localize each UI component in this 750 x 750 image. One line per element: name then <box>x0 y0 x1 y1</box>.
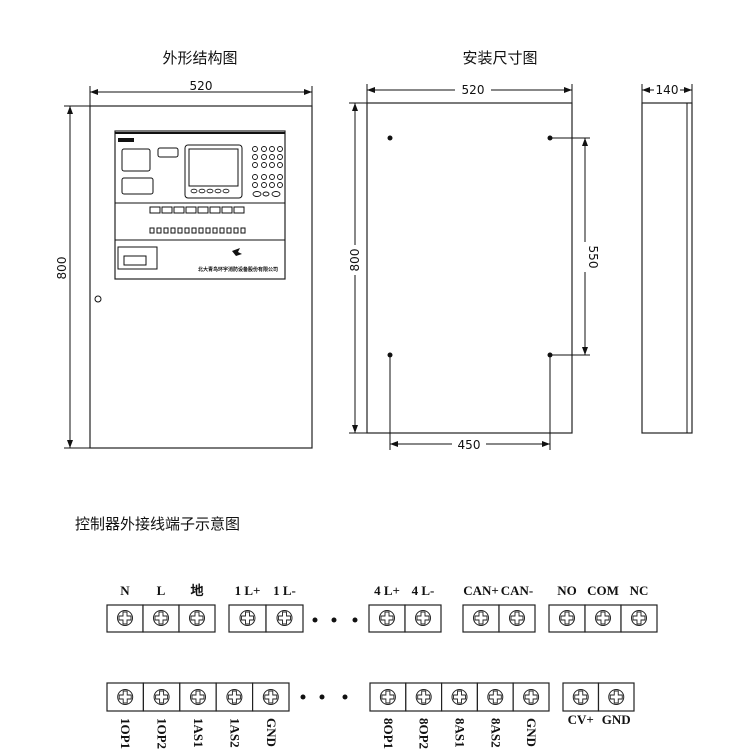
screw-icon <box>415 610 431 626</box>
terminal-block: 4 L+ 4 L- <box>368 583 442 633</box>
terminal-label: 8AS1 <box>453 718 468 748</box>
screw-icon <box>523 689 540 705</box>
terminal-label: 8OP1 <box>381 718 396 749</box>
screw-icon <box>509 610 525 626</box>
terminal-label: 1 L+ <box>235 583 261 598</box>
screw-icon <box>451 689 468 705</box>
terminal-label: 1AS1 <box>191 718 206 748</box>
ellipsis-dot <box>300 694 306 700</box>
terminal-block: 8OP1 8OP2 8AS1 8AS2 GND <box>369 682 550 749</box>
screw-icon <box>276 610 293 626</box>
screw-icon <box>473 610 489 626</box>
terminal-label: 1OP1 <box>118 718 133 749</box>
screw-icon <box>608 689 625 705</box>
screw-icon <box>572 689 589 705</box>
mount-width-label: 520 <box>462 83 485 97</box>
printer <box>117 246 158 270</box>
screw-icon <box>190 689 206 705</box>
screw-icon <box>487 689 504 705</box>
terminal-label: 1AS2 <box>227 718 242 748</box>
screw-icon <box>379 689 396 705</box>
control-panel <box>114 130 286 280</box>
terminal-label: 1 L- <box>273 583 296 598</box>
terminal-label: 8OP2 <box>417 718 432 749</box>
terminal-label: 1OP2 <box>155 718 170 749</box>
cabinet-side <box>641 102 693 434</box>
exterior-title: 外形结构图 <box>162 49 237 67</box>
maker-text: 北大青鸟环宇消防设备股份有限公司 <box>198 266 278 273</box>
exterior-width-label: 520 <box>190 79 213 93</box>
side-view: 140 <box>641 83 693 434</box>
screw-icon <box>153 689 170 705</box>
terminal-cell <box>597 682 635 712</box>
terminal-label: L <box>157 583 166 598</box>
exterior-view: 520 800 <box>55 79 313 449</box>
mounting-title: 安装尺寸图 <box>462 49 537 67</box>
exterior-height-label: 800 <box>55 257 69 280</box>
terminal-block: 1OP1 1OP2 1AS1 1AS2 GND <box>106 682 290 749</box>
terminal-label: CAN- <box>501 583 534 598</box>
screw-icon <box>226 689 243 705</box>
logo-icon <box>232 248 242 256</box>
terminal-block: CAN+CAN- <box>462 583 536 633</box>
hole-vertical-label: 550 <box>586 246 600 269</box>
screw-icon <box>117 689 134 705</box>
ellipsis-dot <box>352 617 358 623</box>
keypad <box>252 146 283 197</box>
screw-icon <box>262 689 279 705</box>
terminal-label: GND <box>524 718 539 747</box>
terminal-label: GND <box>602 712 631 727</box>
terminal-label: N <box>120 583 130 598</box>
ellipsis-dot <box>331 617 337 623</box>
terminal-label: GND <box>264 718 279 747</box>
mount-height-label: 800 <box>348 249 362 272</box>
terminal-label: COM <box>587 583 619 598</box>
ellipsis-dot <box>342 694 348 700</box>
screw-icon <box>189 610 205 626</box>
terminal-label: 8AS2 <box>488 718 503 748</box>
screw-icon <box>631 610 647 626</box>
ellipsis-dot <box>319 694 325 700</box>
screw-icon <box>559 610 575 626</box>
screw-icon <box>595 610 611 626</box>
terminal-label: NO <box>557 583 577 598</box>
screw-icon <box>239 610 256 626</box>
ellipsis-dot <box>312 617 318 623</box>
terminal-block: NO COM NC <box>548 583 658 633</box>
terminal-label: 4 L- <box>412 583 435 598</box>
screw-icon <box>153 610 169 626</box>
terminal-label: NC <box>630 583 649 598</box>
door-lock-icon <box>94 295 102 303</box>
mounting-view: 520 800 550 450 <box>347 82 600 452</box>
hole-horizontal-label: 450 <box>458 438 481 452</box>
mount-hole <box>387 135 393 141</box>
terminal-cell <box>178 604 216 633</box>
mounting-plate <box>366 102 573 434</box>
screw-icon <box>415 689 432 705</box>
depth-label: 140 <box>656 83 679 97</box>
terminal-label: 4 L+ <box>374 583 400 598</box>
terminal-block: 1 L+ 1 L- <box>228 583 304 633</box>
screw-icon <box>379 610 395 626</box>
terminals-title: 控制器外接线端子示意图 <box>75 515 240 533</box>
terminal-label: CV+ <box>568 712 594 727</box>
screw-icon <box>117 610 133 626</box>
lcd-screen <box>184 144 243 199</box>
terminal-label: 地 <box>190 583 203 598</box>
terminal-block: CV+ GND <box>562 682 635 727</box>
terminal-label: CAN+ <box>463 583 499 598</box>
